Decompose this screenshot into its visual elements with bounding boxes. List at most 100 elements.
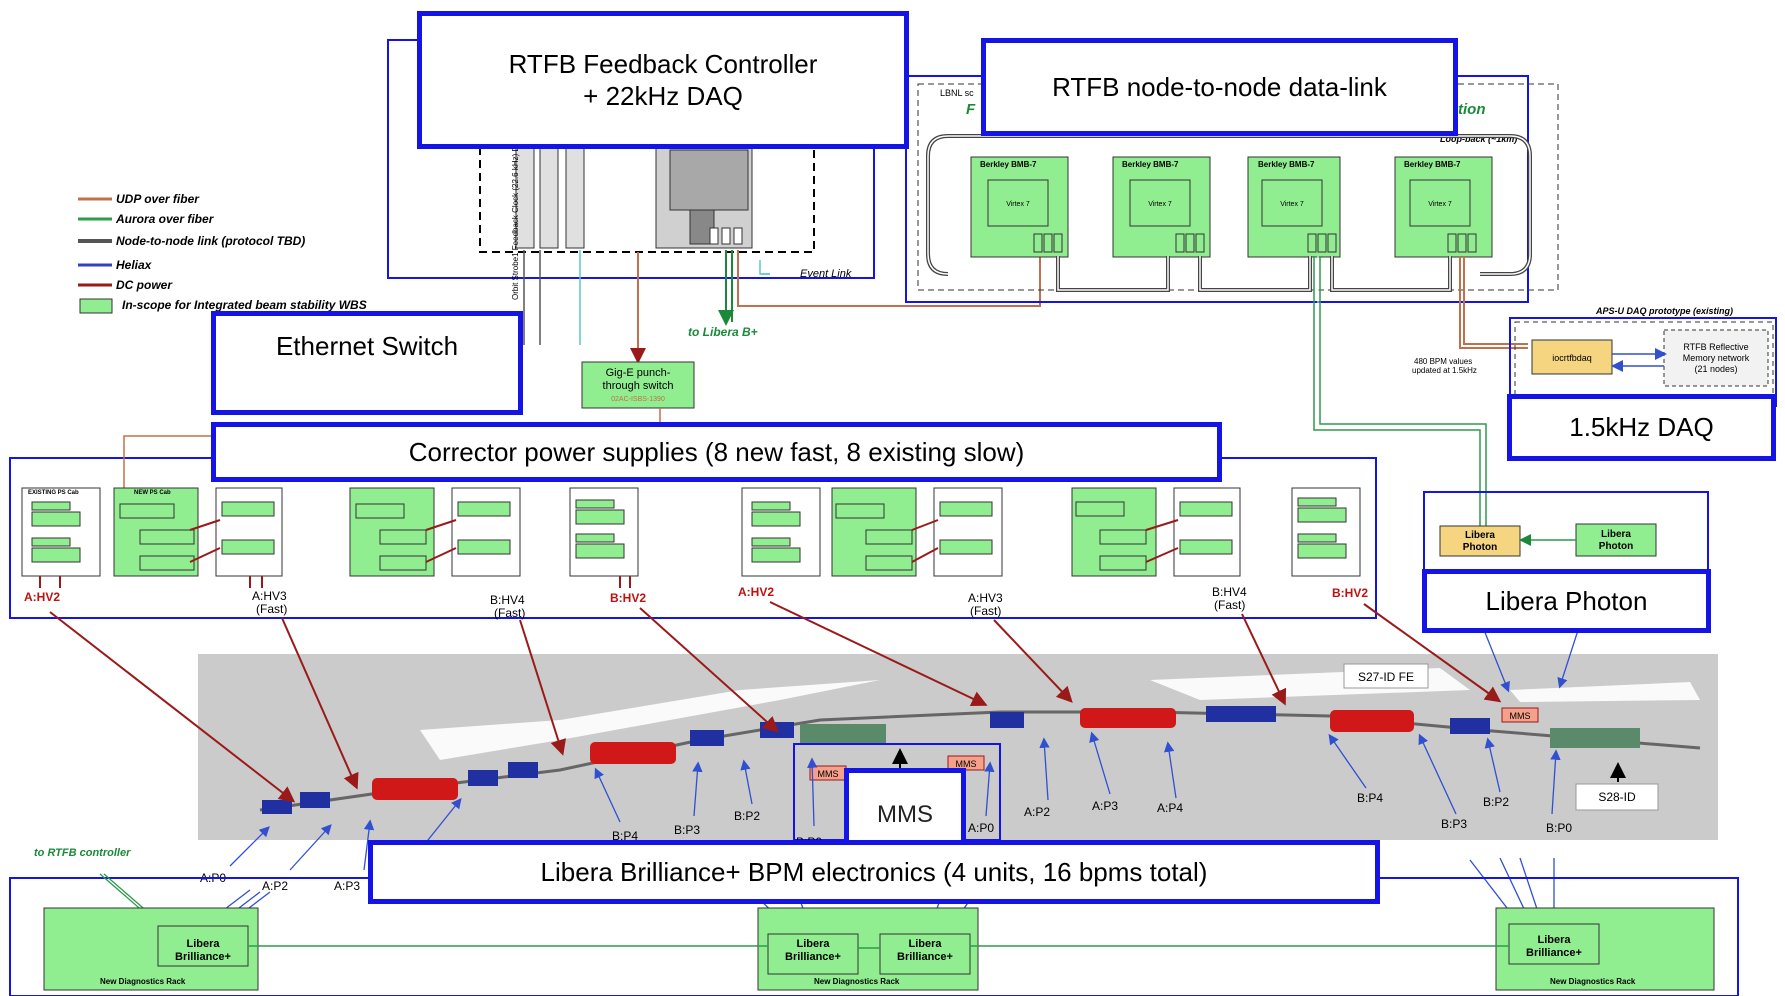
node-chip: Virtex 7 <box>1428 201 1452 208</box>
bpm-label: B:P4 <box>612 829 638 843</box>
mms-tag-1: MMS <box>818 769 839 779</box>
node-title: Berkley BMB-7 <box>1404 160 1461 169</box>
to-libera-label: to Libera B+ <box>688 325 758 339</box>
controller-section: Orbit Strobe1 Feedback Clock (22.6 kHz) … <box>387 39 1041 345</box>
legend-label-udp: UDP over fiber <box>116 192 200 206</box>
ps-group-2 <box>349 487 639 588</box>
dc-power-cables <box>49 601 1502 803</box>
gige-switch: Gig-E punch- through switch 02AC-ISBS-13… <box>581 252 695 409</box>
rack-2-libera-a-l1: Libera <box>796 938 830 950</box>
ps-label-a-hv3: A:HV3 <box>252 589 287 603</box>
bpm-values-note-1: 480 BPM values <box>1414 357 1472 366</box>
bmb7-node-2: Berkley BMB-7 Virtex 7 <box>1112 156 1211 258</box>
rtfb-controller-line1: RTFB Feedback Controller <box>508 48 818 79</box>
corrector-ps-text: Corrector power supplies (8 new fast, 8 … <box>408 436 1025 467</box>
ps-label-b-hv4: B:HV4 <box>490 593 525 607</box>
mms-tag-3: MMS <box>1510 711 1531 721</box>
aps-daq-title: APS-U DAQ prototype (existing) <box>1595 306 1733 316</box>
bpm-electronics-text: Libera Brilliance+ BPM electronics (4 un… <box>540 856 1208 887</box>
ps-group-1: EXISTING PS Cab NEW PS Cab <box>21 487 283 588</box>
mms-text: MMS <box>877 801 933 828</box>
controller-strobe-labels: Orbit Strobe1 Feedback Clock (22.6 kHz) … <box>511 108 520 300</box>
ps-label-b-hv4-2: B:HV4 <box>1212 585 1247 599</box>
heliax-cables <box>199 619 1581 931</box>
bpm-label: B:P2 <box>734 809 760 823</box>
bpm-racks-section: to RTFB controller Libera Brilliance+ Ne… <box>9 847 1739 996</box>
photon-unit-2-line2: Photon <box>1599 541 1633 552</box>
bpm-label: A:P0 <box>968 821 994 835</box>
lbnl-label: LBNL sc <box>940 88 974 98</box>
bmb7-node-3: Berkley BMB-7 Virtex 7 <box>1247 156 1341 258</box>
node-chip: Virtex 7 <box>1148 201 1172 208</box>
rack-1-libera-l2: Brilliance+ <box>175 951 231 963</box>
node-chip: Virtex 7 <box>1006 201 1030 208</box>
bpm-label: A:P2 <box>262 879 288 893</box>
legend: UDP over fiber Aurora over fiber Node-to… <box>78 192 367 314</box>
ps-label-a-hv2-2: A:HV2 <box>738 585 774 599</box>
rack-2-libera-b-l1: Libera <box>908 938 942 950</box>
legend-label-node-link: Node-to-node link (protocol TBD) <box>116 234 305 248</box>
corrector-ps-callout: Corrector power supplies (8 new fast, 8 … <box>211 422 1222 482</box>
node-link-text: RTFB node-to-node data-link <box>1052 71 1387 102</box>
gige-line2: through switch <box>603 380 674 392</box>
gige-line1: Gig-E punch- <box>606 367 671 379</box>
rack-2-label: New Diagnostics Rack <box>814 977 900 986</box>
rack-1-libera-l1: Libera <box>186 938 220 950</box>
daq-15-text: 1.5kHz DAQ <box>1569 412 1714 443</box>
daq-15-callout: 1.5kHz DAQ <box>1507 394 1776 461</box>
rack-2-libera-b-l2: Brilliance+ <box>897 951 953 963</box>
bpm-label: B:P0 <box>1546 821 1572 835</box>
legend-label-dc-power: DC power <box>116 278 173 292</box>
bmb7-node-1: Berkley BMB-7 Virtex 7 <box>970 156 1069 258</box>
node-title: Berkley BMB-7 <box>980 160 1037 169</box>
ps-label-b-hv2-2: B:HV2 <box>1332 586 1368 600</box>
bpm-label: B:P2 <box>1483 795 1509 809</box>
ps-cabinets-section: EXISTING PS Cab NEW PS Cab <box>9 408 1377 620</box>
bpm-label: B:P3 <box>1441 817 1467 831</box>
libera-photon-callout: Libera Photon <box>1422 569 1711 633</box>
legend-label-in-scope: In-scope for Integrated beam stability W… <box>122 298 367 312</box>
photon-unit-1-line1: Libera <box>1465 530 1495 541</box>
s27-label: S27-ID FE <box>1358 670 1414 684</box>
loopback-label: Loop-back (~1km) <box>1440 134 1517 144</box>
bpm-label: B:P4 <box>1357 791 1383 805</box>
cab-title: EXISTING PS Cab <box>28 490 79 496</box>
ps-label-a-hv3-2-sub: (Fast) <box>970 604 1001 618</box>
rtfb-controller-callout: RTFB Feedback Controller+ 22kHz DAQ <box>417 11 909 149</box>
fragment-f: F <box>966 101 976 118</box>
magnets <box>262 706 1640 814</box>
ps-group-3 <box>741 487 1003 577</box>
photon-unit-1-line2: Photon <box>1463 542 1497 553</box>
rack-3-libera-l2: Brilliance+ <box>1526 947 1582 959</box>
ps-group-4 <box>1071 487 1361 577</box>
rack-2-libera-a-l2: Brilliance+ <box>785 951 841 963</box>
rack-3-label: New Diagnostics Rack <box>1550 977 1636 986</box>
ps-label-b-hv4-2-sub: (Fast) <box>1214 598 1245 612</box>
legend-label-aurora: Aurora over fiber <box>115 212 215 226</box>
iocrtfbdaq-box: iocrtfbdaq <box>1552 353 1592 363</box>
libera-photon-text: Libera Photon <box>1485 585 1648 616</box>
bpm-label: A:P4 <box>1157 801 1183 815</box>
reflective-memory-line1: RTFB Reflective <box>1683 342 1748 352</box>
s28-label: S28-ID <box>1598 790 1636 804</box>
reflective-memory-line2: Memory network <box>1683 353 1750 363</box>
bpm-label: A:P2 <box>1024 805 1050 819</box>
node-title: Berkley BMB-7 <box>1258 160 1315 169</box>
bpm-label: A:P3 <box>334 879 360 893</box>
photon-unit-2-line1: Libera <box>1601 529 1631 540</box>
to-rtfb-controller-label: to RTFB controller <box>34 847 131 859</box>
bpm-label: B:P3 <box>674 823 700 837</box>
ps-label-a-hv3-2: A:HV3 <box>968 591 1003 605</box>
node-chip: Virtex 7 <box>1280 201 1304 208</box>
ps-label-b-hv2: B:HV2 <box>610 591 646 605</box>
libera-photon-section: Libera Photon Libera Photon <box>1423 491 1709 621</box>
ps-label-b-hv4-sub: (Fast) <box>494 606 525 620</box>
mms-tag-2: MMS <box>956 759 977 769</box>
bpm-label: A:P3 <box>1092 799 1118 813</box>
ethernet-switch-callout: Ethernet Switch <box>211 311 523 415</box>
node-title: Berkley BMB-7 <box>1122 160 1179 169</box>
rack-3-libera-l1: Libera <box>1537 934 1571 946</box>
cab-title: NEW PS Cab <box>134 490 171 496</box>
bmb7-node-4: Berkley BMB-7 Virtex 7 <box>1394 156 1493 258</box>
